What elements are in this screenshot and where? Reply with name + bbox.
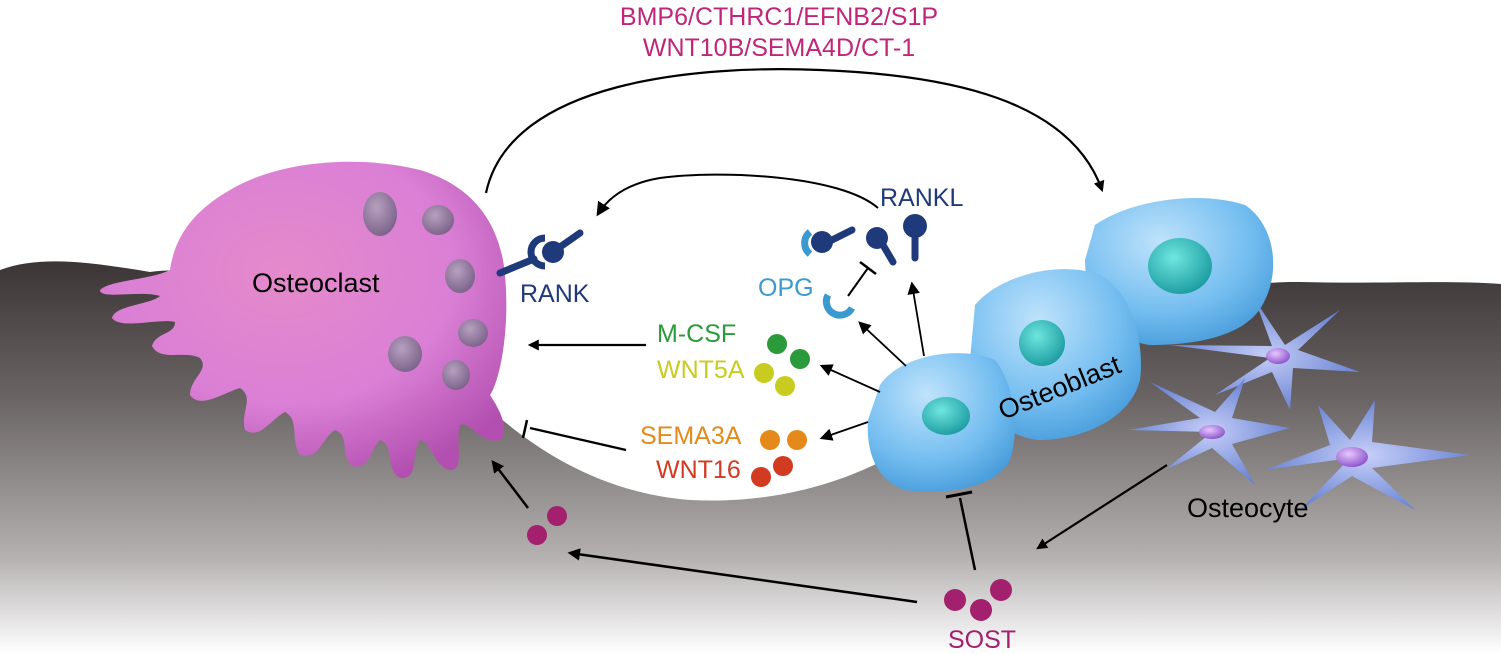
sost-dot	[527, 525, 547, 545]
sost-dot	[970, 599, 992, 621]
top-signals-line1: BMP6/CTHRC1/EFNB2/S1P	[620, 3, 938, 31]
opg-label: OPG	[758, 274, 814, 302]
top-signals-line2: WNT10B/SEMA4D/CT-1	[643, 34, 915, 62]
osteoblast-to-wnt5a-arrow	[819, 364, 881, 393]
sost-dot	[990, 579, 1012, 601]
rank-receptor	[496, 229, 584, 277]
wnt16-dot	[751, 467, 771, 487]
osteoblast-to-opg-arrow	[858, 321, 907, 367]
wnt16-label: WNT16	[656, 456, 741, 484]
osteocyte-cells	[1128, 300, 1470, 510]
sema3a-dot	[787, 430, 807, 450]
mcsf-dot	[767, 334, 787, 354]
sost-dot	[944, 589, 966, 611]
osteocyte-cell-right	[1265, 400, 1470, 510]
osteoclast-nucleus	[442, 360, 470, 390]
osteoclast-nucleus	[388, 336, 422, 372]
mcsf-label: M-CSF	[657, 320, 736, 348]
osteocyte-to-sost-arrow	[1036, 464, 1168, 550]
osteoblast-nucleus	[922, 397, 970, 435]
sema3a-label: SEMA3A	[640, 422, 742, 450]
sost-label: SOST	[948, 626, 1016, 654]
osteoclast-nucleus	[422, 205, 454, 235]
sost-dot	[547, 506, 567, 526]
osteoclast-nucleus	[445, 259, 475, 293]
sema3a-inhibits-osteoclast	[521, 419, 627, 452]
rankl-ligand	[903, 214, 927, 262]
wnt16-dot	[773, 456, 793, 476]
osteocyte-cell-top	[1170, 300, 1360, 410]
wnt5a-label: WNT5A	[657, 356, 745, 384]
osteoblast-nucleus	[1019, 320, 1065, 366]
osteoblast-to-sema3a-arrow	[819, 421, 869, 441]
top-signal-arc-arrow	[484, 68, 1105, 194]
wnt5a-dot	[754, 363, 774, 383]
rank-label: RANK	[520, 280, 590, 308]
wnt5a-dot	[775, 376, 795, 396]
osteocyte-cell-left	[1128, 378, 1290, 485]
sost-to-osteoclast-arrow	[567, 548, 918, 604]
osteoclast-nucleus	[363, 192, 397, 236]
osteoblast-nucleus	[1148, 238, 1212, 294]
osteoclast-nucleus	[458, 319, 488, 347]
sost-inhibits-osteoblast	[945, 490, 977, 571]
opg-decoy	[822, 293, 856, 319]
opg-inhibits-rankl	[847, 261, 877, 297]
osteoclast-label: Osteoclast	[252, 268, 380, 298]
rankl-ligand	[866, 227, 897, 266]
mcsf-dot	[790, 349, 810, 369]
osteoblast-cells	[867, 197, 1274, 492]
sema3a-dot	[760, 430, 780, 450]
sost-activates-osteoclast-arrow	[491, 460, 529, 509]
osteocyte-label: Osteocyte	[1187, 493, 1309, 523]
rankl-to-rank-arrow	[596, 173, 879, 217]
osteoclast-cell	[100, 161, 507, 479]
rankl-label: RANKL	[880, 184, 963, 212]
opg-rankl-complex	[801, 226, 856, 257]
osteoblast-to-rankl-arrow	[907, 281, 925, 357]
